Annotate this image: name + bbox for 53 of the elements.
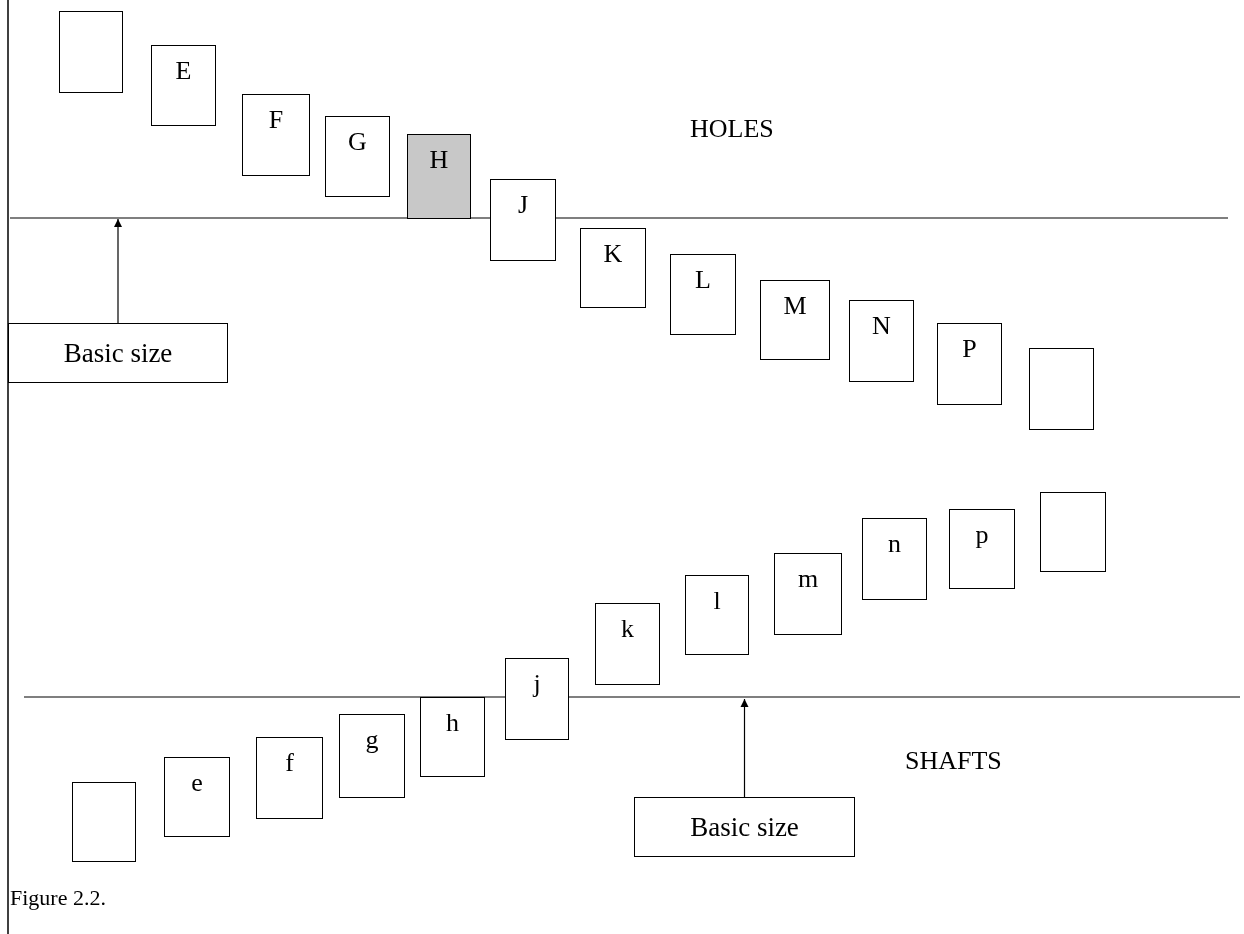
tolerance-zone-box — [862, 518, 927, 600]
tolerance-zone-box — [774, 553, 842, 635]
tolerance-zone-box — [849, 300, 914, 382]
tolerance-zone-box — [760, 280, 830, 360]
zone-letter: m — [797, 566, 819, 592]
tolerance-zone-box — [685, 575, 749, 655]
tolerance-zone-box — [407, 134, 471, 219]
zone-letter: H — [429, 147, 449, 173]
tolerance-zone-box — [1029, 348, 1094, 430]
zone-letter: l — [713, 588, 721, 614]
tolerance-zone-box — [670, 254, 736, 335]
zone-letter: P — [962, 336, 977, 362]
region-label: SHAFTS — [905, 748, 1002, 774]
zone-letter: J — [517, 192, 529, 218]
arrow — [740, 698, 749, 798]
arrow — [114, 218, 122, 324]
tolerance-zone-box — [256, 737, 323, 819]
zone-letter: G — [348, 129, 367, 155]
tolerance-zone-box — [242, 94, 310, 176]
zone-letter: M — [783, 293, 807, 319]
zone-letter: k — [621, 616, 634, 642]
box-label: Basic size — [63, 339, 173, 367]
tolerance-zone-box — [595, 603, 660, 685]
zone-letter: g — [365, 727, 379, 753]
tolerance-zone-box — [937, 323, 1002, 405]
figure-caption: Figure 2.2. — [10, 887, 106, 909]
label-box — [634, 797, 855, 857]
zone-letter: K — [603, 241, 623, 267]
zone-letter: e — [191, 770, 203, 796]
tolerance-zone-box — [420, 697, 485, 777]
tolerance-zone-box — [490, 179, 556, 261]
tolerance-zone-box — [580, 228, 646, 308]
tolerance-zone-box — [1040, 492, 1106, 572]
zone-letter: p — [975, 522, 989, 548]
box-label: Basic size — [690, 813, 799, 841]
zone-letter: E — [175, 58, 192, 84]
zone-letter: F — [268, 107, 284, 133]
tolerance-zone-box — [164, 757, 230, 837]
tolerance-zone-box — [325, 116, 390, 197]
tolerance-zone-box — [59, 11, 123, 93]
zone-letter: j — [533, 671, 541, 697]
zone-letter: f — [285, 750, 294, 776]
tolerance-zone-box — [151, 45, 216, 126]
region-label: HOLES — [690, 116, 774, 142]
tolerance-zone-box — [339, 714, 405, 798]
zone-letter: n — [888, 531, 901, 557]
zone-letter: L — [695, 267, 711, 293]
label-box — [8, 323, 228, 383]
zone-letter: N — [872, 313, 891, 339]
tolerance-zone-box — [72, 782, 136, 862]
zone-letter: h — [446, 710, 459, 736]
tolerance-zone-box — [505, 658, 569, 740]
tolerance-zone-box — [949, 509, 1015, 589]
